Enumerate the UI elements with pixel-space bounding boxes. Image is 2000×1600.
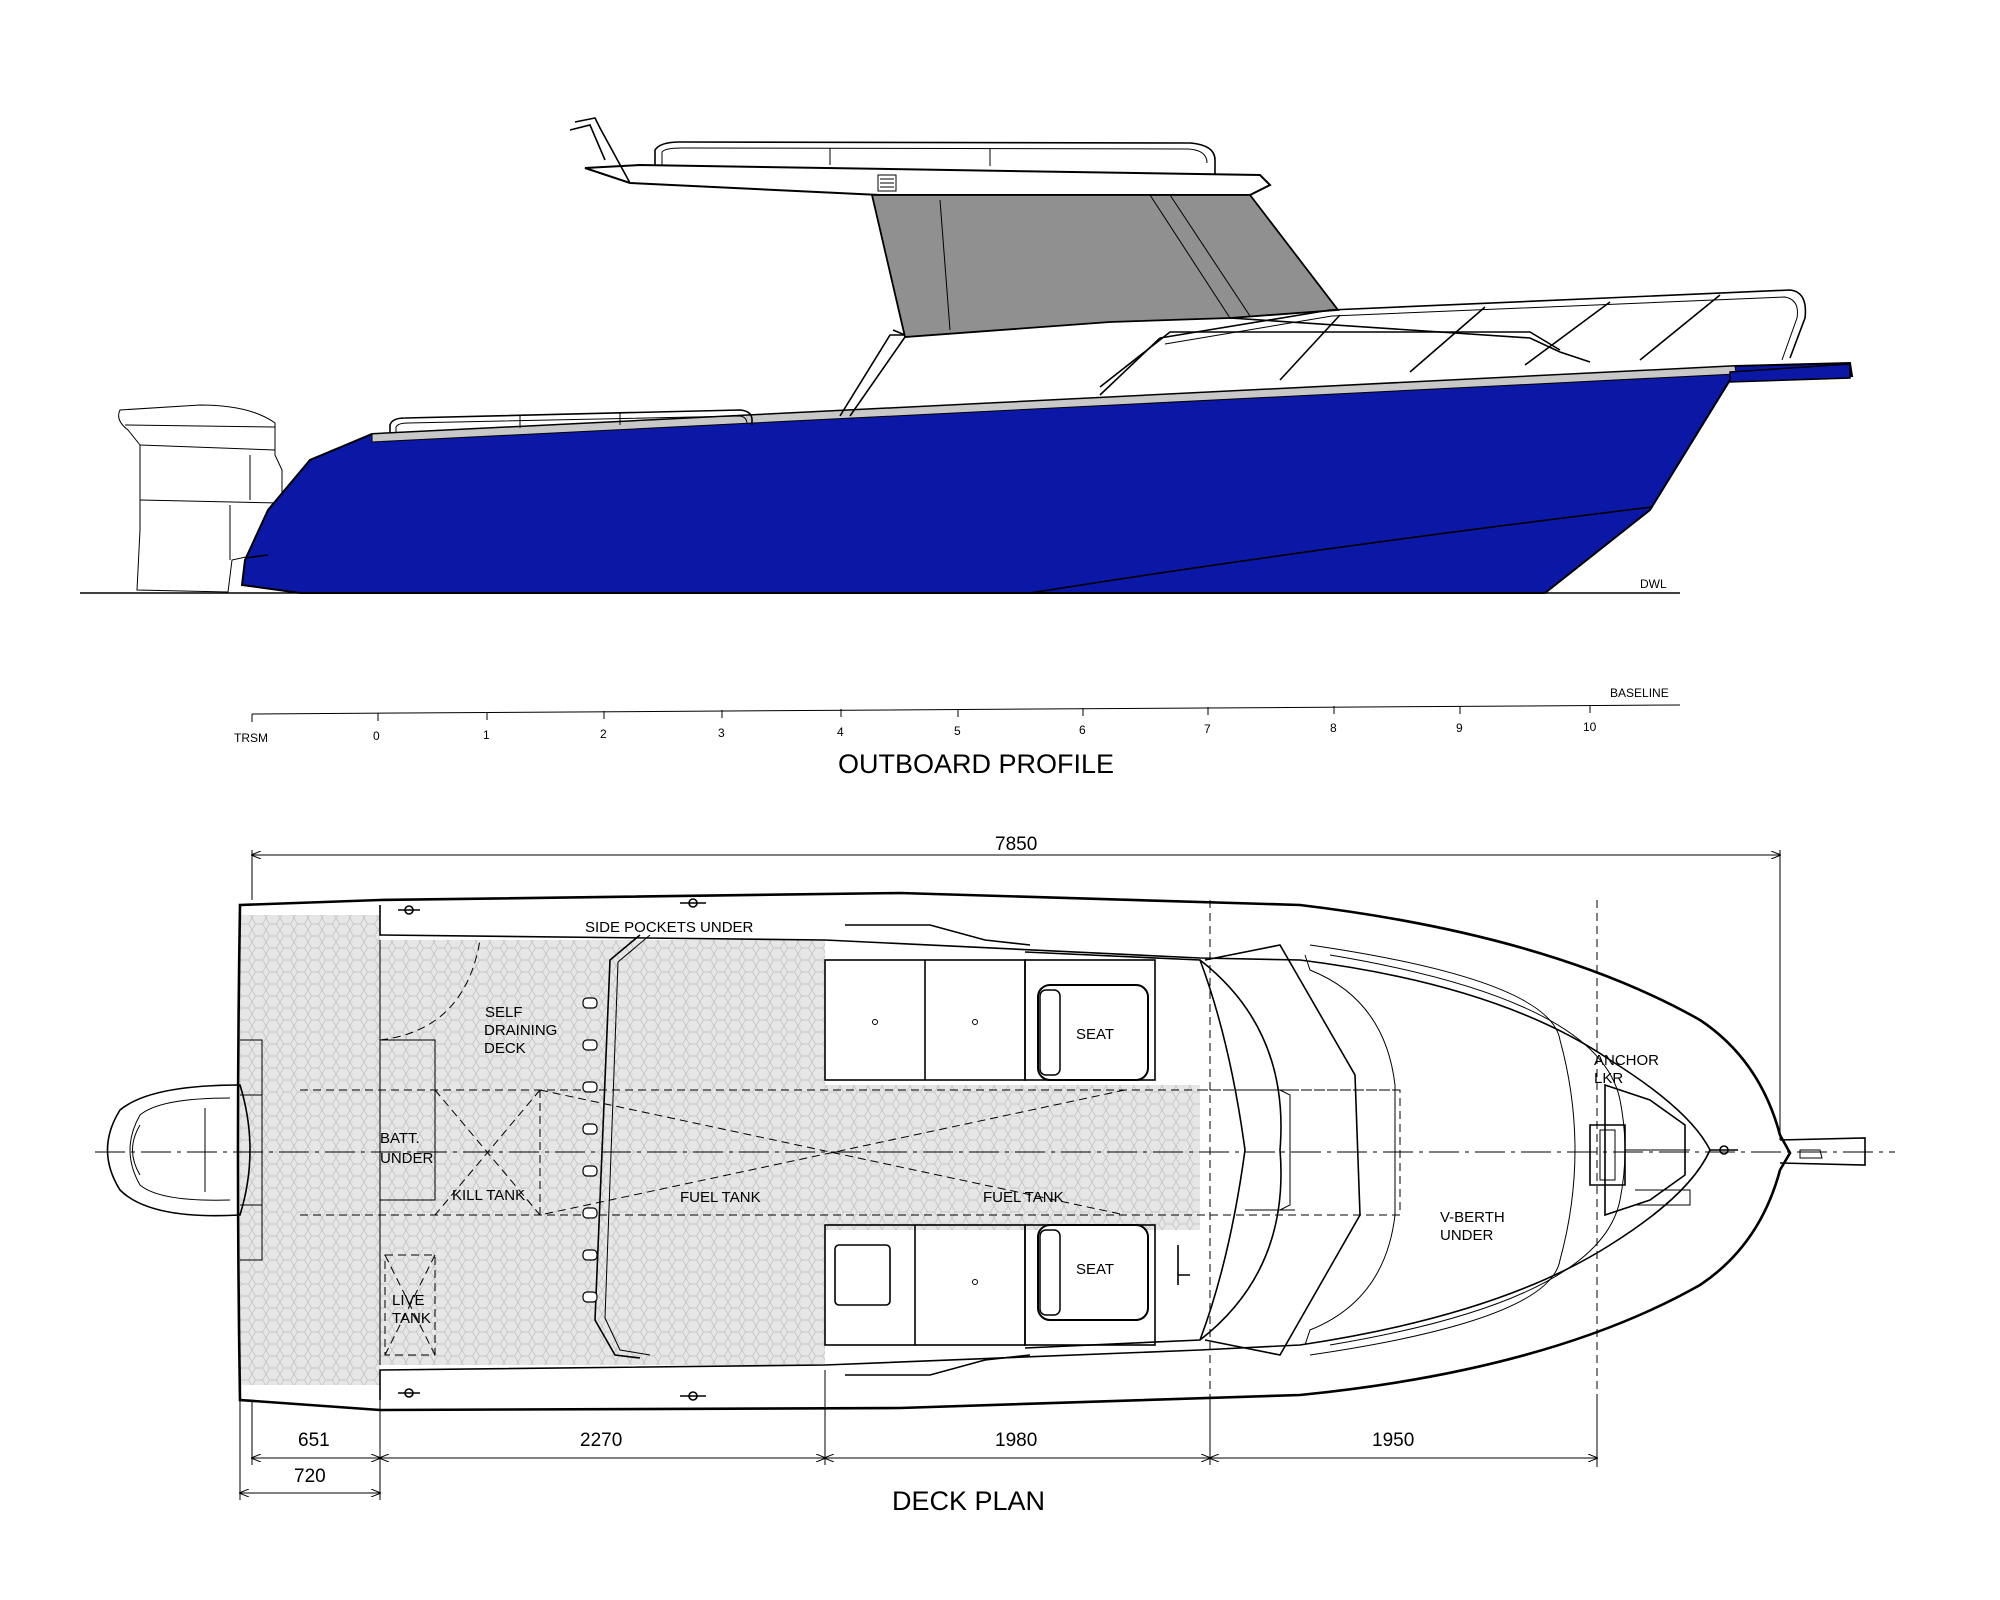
station-label: 10 — [1583, 720, 1597, 734]
cabin-side-window — [1099, 331, 1561, 388]
self-draining-label: DRAINING — [484, 1022, 557, 1039]
station-label: TRSM — [234, 731, 268, 745]
station-label: 5 — [954, 724, 961, 738]
outboard-profile: DWL — [80, 117, 1854, 779]
station-label: 7 — [1204, 722, 1211, 736]
dim-1950: 1950 — [1372, 1430, 1414, 1451]
coaming — [594, 934, 641, 1359]
battery-label: BATT. — [380, 1130, 420, 1147]
overall-length-dim: 7850 — [995, 834, 1037, 855]
chine-line — [1029, 506, 1653, 594]
hull — [240, 361, 1854, 594]
anchor-locker-label: LKR — [1594, 1070, 1623, 1087]
station-label: 2 — [600, 727, 607, 741]
fuel-tank-label: FUEL TANK — [983, 1189, 1064, 1206]
dimension-chain: 651 720 2270 1980 1950 — [240, 1370, 1597, 1500]
anchor-locker-label: ANCHOR — [1594, 1052, 1659, 1069]
port-seating-module: SEAT — [824, 959, 1156, 1081]
station-label: 0 — [373, 729, 380, 743]
v-berth-label: UNDER — [1440, 1227, 1494, 1244]
kill-tank-label: KILL TANK — [452, 1187, 525, 1204]
hull-outline-plan — [236, 891, 1792, 1412]
dim-720: 720 — [294, 1466, 326, 1487]
seat-label: SEAT — [1076, 1261, 1114, 1278]
deck-plan: 7850 — [95, 834, 1895, 1516]
battery-label: UNDER — [380, 1150, 434, 1167]
anchor-locker — [1604, 1083, 1686, 1217]
windscreen-glass — [870, 194, 1340, 338]
outboard-profile-title: OUTBOARD PROFILE — [838, 749, 1114, 779]
cleats — [398, 898, 1738, 1401]
cockpit-rail — [389, 409, 753, 432]
waterline-label: DWL — [1640, 577, 1667, 591]
dim-2270: 2270 — [580, 1430, 622, 1451]
bow-rail — [1159, 289, 1807, 359]
station-label: 8 — [1330, 721, 1337, 735]
dim-651: 651 — [298, 1430, 330, 1451]
bow-rail-fitting — [1729, 363, 1851, 383]
self-draining-label: SELF — [485, 1004, 523, 1021]
starboard-seating-module: SEAT — [824, 1224, 1156, 1346]
roof-rail — [654, 141, 1216, 175]
station-label: 1 — [483, 728, 490, 742]
baseline-label: BASELINE — [1610, 686, 1669, 700]
passenger-seat — [1037, 1224, 1149, 1321]
station-label: 6 — [1079, 723, 1086, 737]
fuel-tank-label: FUEL TANK — [680, 1189, 761, 1206]
dim-1980: 1980 — [995, 1430, 1037, 1451]
outboard-motor-plan — [106, 1084, 251, 1217]
hard-top — [584, 163, 1272, 196]
self-draining-label: DECK — [484, 1040, 526, 1057]
station-scale: TRSM 0 1 2 3 4 5 6 7 8 9 10 BASELINE — [234, 686, 1681, 745]
station-label: 3 — [718, 726, 725, 740]
helm-seat — [1037, 984, 1149, 1081]
rod-holders — [582, 997, 598, 1303]
v-berth-label: V-BERTH — [1440, 1209, 1505, 1226]
station-label: 4 — [837, 725, 844, 739]
live-tank-label: LIVE — [392, 1292, 425, 1309]
side-pockets-label: SIDE POCKETS UNDER — [585, 919, 754, 936]
deck-plan-title: DECK PLAN — [892, 1486, 1045, 1516]
cockpit-deck — [240, 915, 825, 1385]
station-label: 9 — [1456, 721, 1463, 735]
seat-label: SEAT — [1076, 1026, 1114, 1043]
live-tank-label: TANK — [392, 1310, 431, 1327]
cabin-side — [839, 329, 906, 417]
